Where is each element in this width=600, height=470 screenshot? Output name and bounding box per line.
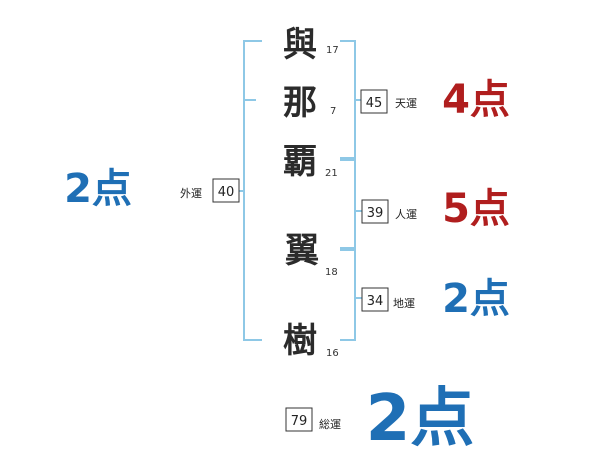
gaikaku-label: 外運 (180, 187, 202, 200)
jinkaku-label: 人運 (395, 208, 417, 221)
outer-bracket (243, 40, 262, 341)
tenkaku-bracket (340, 40, 356, 159)
soukaku-box (285, 407, 313, 432)
surname-char-3: 覇 (283, 142, 317, 182)
surname-char-3-strokes: 21 (325, 168, 338, 179)
given-char-1: 翼 (285, 231, 319, 271)
surname-char-1: 與 (283, 25, 317, 65)
tenkaku-label: 天運 (395, 97, 417, 110)
chikaku-bracket (340, 249, 356, 341)
chikaku-value: 34 (367, 294, 384, 309)
surname-char-2: 那 (283, 83, 317, 123)
chikaku-score: 2点 (442, 276, 510, 322)
jinkaku-box (361, 199, 389, 224)
given-char-2: 樹 (283, 321, 317, 361)
tenkaku-value: 45 (366, 96, 383, 111)
jinkaku-value: 39 (367, 206, 384, 221)
soukaku-value: 79 (291, 414, 308, 429)
gaikaku-score: 2点 (64, 166, 132, 212)
jinkaku-score: 5点 (442, 186, 510, 232)
surname-char-2-strokes: 7 (330, 106, 336, 117)
chikaku-box (361, 287, 389, 312)
chikaku-label: 地運 (393, 297, 415, 310)
soukaku-score: 2点 (366, 382, 475, 456)
jinkaku-bracket (340, 159, 356, 249)
soukaku-label: 総運 (319, 417, 341, 431)
gaikaku-box (212, 178, 240, 203)
given-char-1-strokes: 18 (325, 267, 338, 278)
tenkaku-score: 4点 (442, 77, 510, 123)
surname-char-1-strokes: 17 (326, 45, 339, 56)
tenkaku-box (360, 89, 388, 114)
gaikaku-value: 40 (218, 185, 235, 200)
given-char-2-strokes: 16 (326, 348, 339, 359)
